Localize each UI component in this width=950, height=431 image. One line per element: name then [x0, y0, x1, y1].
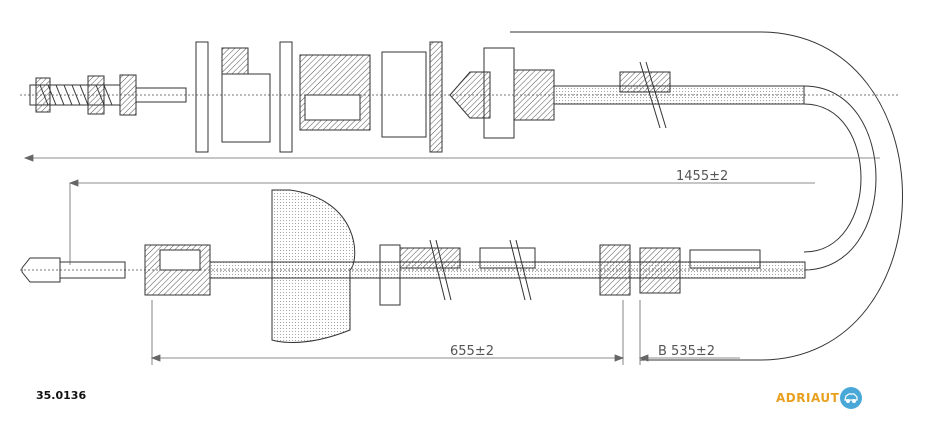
nut-2 — [87, 75, 105, 115]
dimension-total-length: 1455±2 — [676, 169, 728, 184]
part-number: 35.0136 — [36, 389, 87, 402]
bracket-plate-2 — [279, 41, 293, 153]
dimension-lines — [23, 154, 880, 365]
nut-1 — [35, 77, 51, 113]
lower-cable-assembly — [20, 189, 810, 343]
bracket-plate-1 — [195, 41, 209, 153]
car-in-circle-icon — [840, 387, 863, 409]
dimension-segment-b: B 535±2 — [658, 344, 715, 359]
cable-end-tip — [21, 257, 61, 283]
upper-cable-assembly — [20, 31, 903, 361]
brand-name: ADRIAUT — [776, 391, 840, 405]
cable-bend — [803, 85, 877, 271]
brand-logo: ADRIAUT — [776, 386, 863, 410]
upper-sheath — [553, 85, 805, 105]
lower-sheath — [209, 261, 806, 279]
dimension-segment-a: 655±2 — [450, 344, 494, 359]
nut-3 — [119, 74, 137, 116]
